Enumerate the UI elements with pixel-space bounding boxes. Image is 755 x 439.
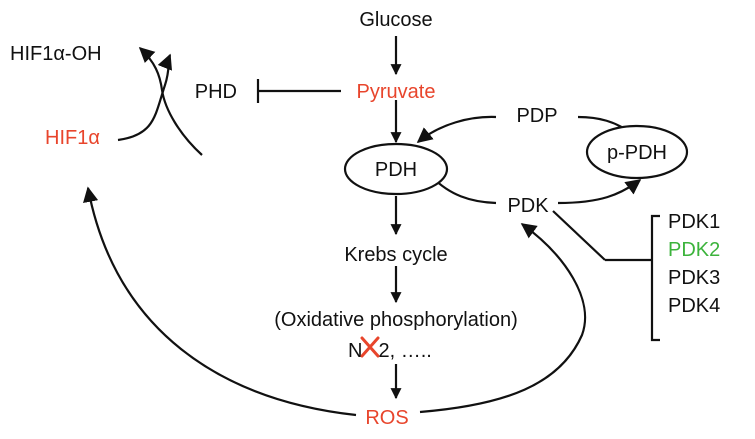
arrow-ros-to-hif1a: [83, 186, 357, 417]
isoform-label-pdk4: PDK4: [668, 295, 720, 317]
hif1a-oh-label: HIF1α-OH: [10, 43, 102, 65]
glucose-label: Glucose: [359, 9, 432, 31]
arrow-pdk-to-p-pdh: [557, 179, 642, 205]
krebs-cycle-label: Krebs cycle: [344, 244, 447, 266]
line-pdk-to-bracket: [552, 210, 606, 261]
arrow-phd-crossing: [138, 46, 203, 156]
arrow-ros-to-pdk: [419, 223, 587, 414]
phd-label: PHD: [195, 81, 237, 103]
cross-mark-icon: [360, 336, 380, 358]
arrow-hif1a-to-hif1a-oh: [117, 53, 173, 142]
hif1a-label: HIF1α: [45, 127, 100, 149]
pdh-node: [343, 142, 449, 196]
isoform-bracket: [650, 214, 660, 342]
pdp-label: PDP: [516, 105, 557, 127]
pdh-label: PDH: [375, 159, 417, 181]
p-pdh-label: p-PDH: [607, 142, 667, 164]
pyruvate-label: Pyruvate: [357, 81, 436, 103]
ros-label: ROS: [365, 407, 408, 429]
pdk-label: PDK: [507, 195, 549, 217]
isoform-label-pdk1: PDK1: [668, 211, 720, 233]
arrow-pdp-to-pdh: [416, 115, 497, 143]
oxphos-label: (Oxidative phosphorylation): [274, 309, 517, 331]
p-pdh-node: [585, 124, 689, 180]
isoform-label-pdk3: PDK3: [668, 267, 720, 289]
isoform-label-pdk2: PDK2: [668, 239, 720, 261]
